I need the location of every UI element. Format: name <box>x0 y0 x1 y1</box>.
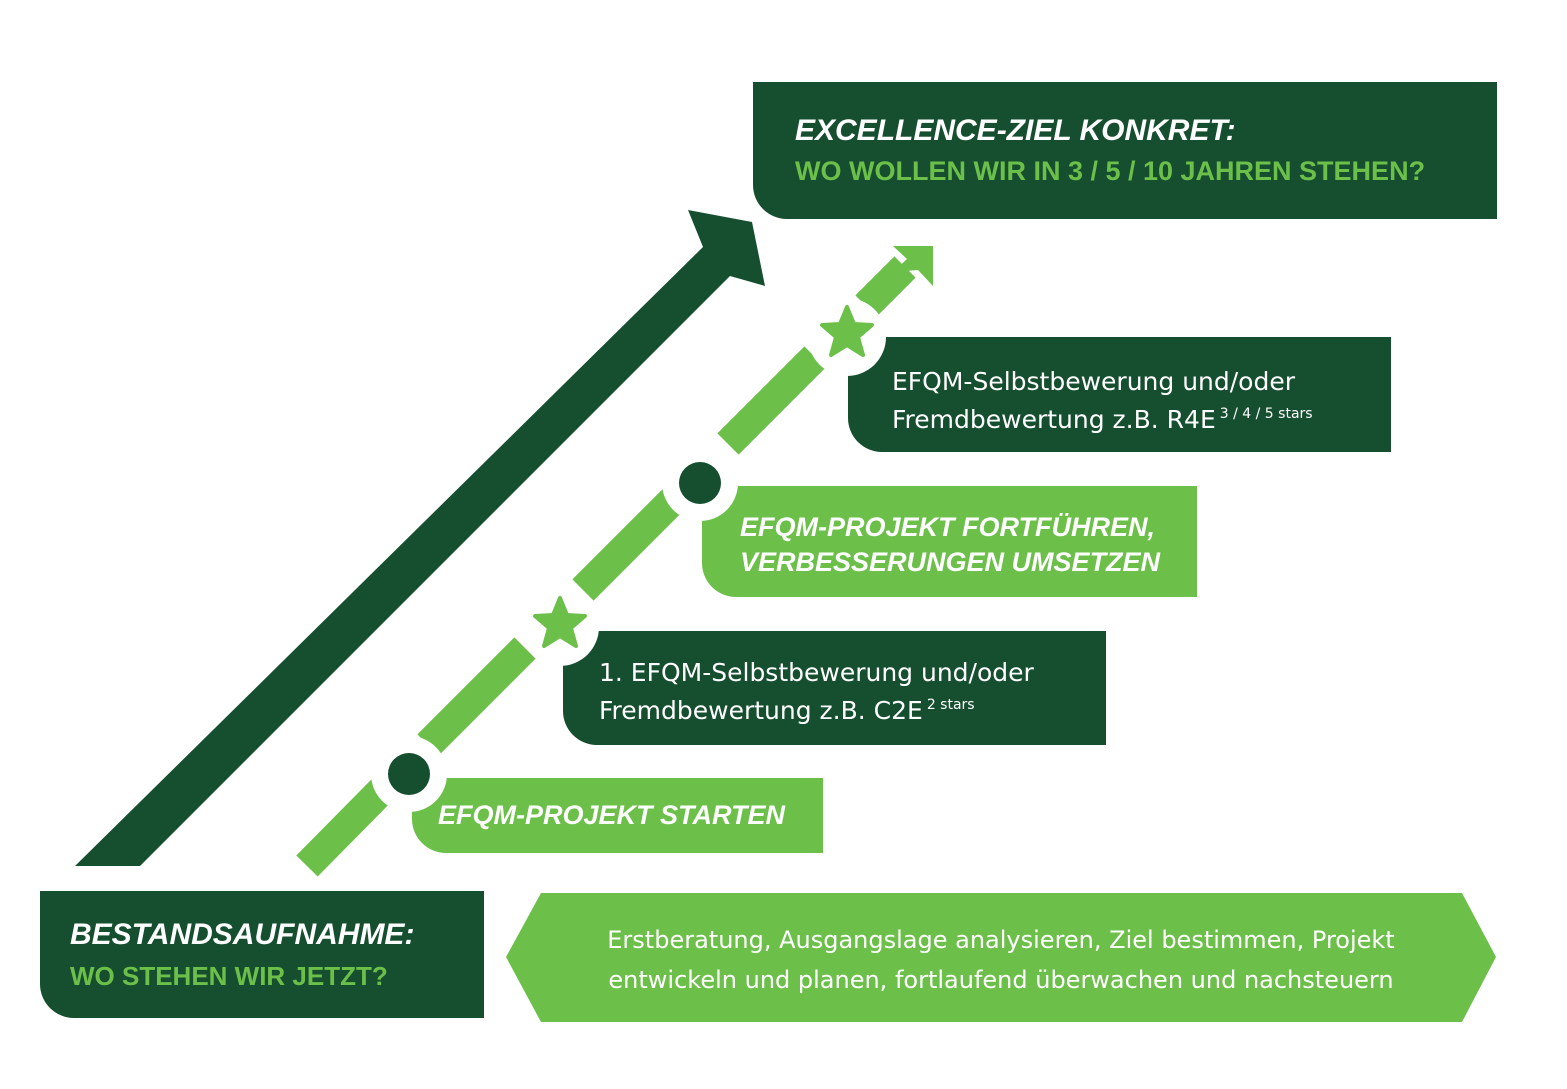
milestone-fortfuehren-line1: EFQM-PROJEKT FORTFÜHREN, <box>740 512 1156 542</box>
start-subtitle: WO STEHEN WIR JETZT? <box>70 961 388 991</box>
progress-arrowhead <box>893 246 933 286</box>
dot-icon <box>388 753 430 795</box>
milestone-r4e-line1: EFQM-Selbstbewerung und/oder <box>892 367 1296 396</box>
goal-subtitle: WO WOLLEN WIR IN 3 / 5 / 10 JAHREN STEHE… <box>795 156 1426 186</box>
milestone-starten-label: EFQM-PROJEKT STARTEN <box>438 800 786 830</box>
process-double-arrow <box>506 893 1496 1022</box>
goal-title: EXCELLENCE-ZIEL KONKRET: <box>795 114 1236 147</box>
milestone-c2e-box: 1. EFQM-Selbstbewerung und/oder Fremdbew… <box>563 631 1106 745</box>
milestone-fortfuehren-box: EFQM-PROJEKT FORTFÜHREN, VERBESSERUNGEN … <box>702 486 1197 597</box>
start-box: BESTANDSAUFNAHME: WO STEHEN WIR JETZT? <box>40 891 484 1018</box>
process-line1: Erstberatung, Ausgangslage analysieren, … <box>607 926 1395 954</box>
milestone-c2e-stars: 2 stars <box>926 697 975 713</box>
process-arrow-text: Erstberatung, Ausgangslage analysieren, … <box>506 920 1496 1000</box>
milestone-r4e-box: EFQM-Selbstbewerung und/oder Fremdbewert… <box>848 337 1391 452</box>
star-icon <box>533 596 587 648</box>
star-icon <box>820 305 874 357</box>
dot-icon <box>679 462 721 504</box>
milestone-fortfuehren-line2: VERBESSERUNGEN UMSETZEN <box>740 547 1161 577</box>
goal-box: EXCELLENCE-ZIEL KONKRET: WO WOLLEN WIR I… <box>753 82 1497 219</box>
start-title: BESTANDSAUFNAHME: <box>70 918 415 951</box>
process-line2: entwickeln und planen, fortlaufend überw… <box>608 966 1394 994</box>
milestone-r4e-stars: 3 / 4 / 5 stars <box>1219 406 1313 422</box>
milestone-r4e-line2: Fremdbewertung z.B. R4E <box>892 405 1216 434</box>
progress-path <box>296 256 916 877</box>
qualification-arrow <box>75 210 765 866</box>
milestone-c2e-line1: 1. EFQM-Selbstbewerung und/oder <box>599 658 1034 687</box>
milestone-starten-box: EFQM-PROJEKT STARTEN <box>412 778 823 853</box>
milestone-c2e-line2: Fremdbewertung z.B. C2E <box>599 696 923 725</box>
